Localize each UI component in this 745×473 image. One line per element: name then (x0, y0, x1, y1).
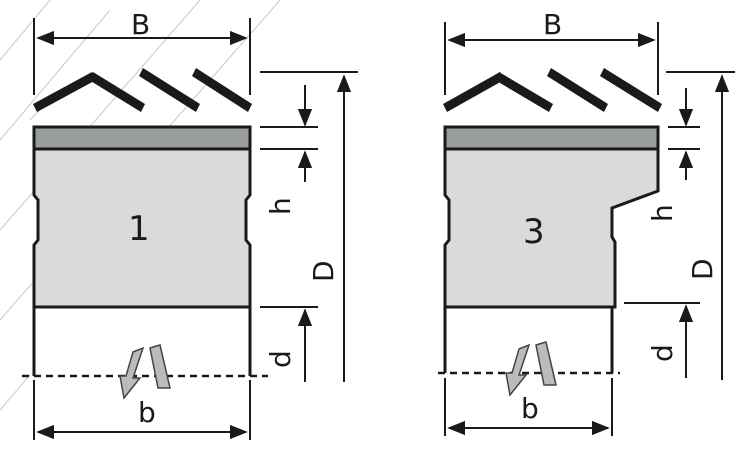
label-d: d (264, 350, 297, 368)
label-B: B (131, 8, 150, 41)
label-d: d (646, 344, 679, 362)
label-b: b (138, 396, 156, 429)
figure-left: 1 B b h d D (22, 8, 358, 440)
profile-number: 3 (523, 212, 545, 252)
profile-body-3 (443, 147, 660, 309)
label-B: B (543, 8, 562, 41)
label-D: D (307, 260, 340, 282)
top-cap (443, 125, 660, 151)
profile-number: 1 (128, 209, 150, 249)
label-h: h (646, 204, 679, 222)
slat-roof-icon (33, 68, 252, 112)
label-b: b (521, 392, 539, 425)
figure-right: 3 B b h d D (438, 8, 735, 436)
label-D: D (686, 258, 719, 280)
top-cap (32, 125, 252, 151)
slat-roof-icon (443, 68, 662, 112)
label-h: h (264, 197, 297, 215)
saw-cut-arrow-icon (505, 341, 557, 397)
saw-cut-arrow-icon (119, 344, 171, 400)
